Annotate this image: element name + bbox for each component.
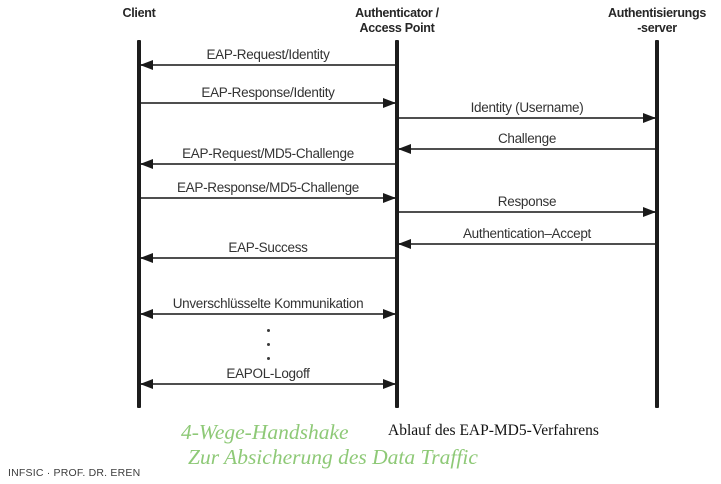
message-line xyxy=(141,383,395,385)
message-label: Challenge xyxy=(497,131,557,146)
arrowhead-left-icon xyxy=(398,143,411,154)
message-line xyxy=(399,243,655,245)
message-line xyxy=(399,148,655,150)
ellipsis-dot xyxy=(266,343,270,346)
ellipsis-dot xyxy=(266,329,270,332)
annotation-line-2: Zur Absicherung des Data Traffic xyxy=(188,445,478,469)
message-label: EAPOL-Logoff xyxy=(226,366,310,381)
annotation-line-1: 4-Wege-Handshake xyxy=(181,420,349,444)
arrowhead-right-icon xyxy=(383,97,396,108)
arrowhead-left-icon xyxy=(140,308,153,319)
arrowhead-right-icon xyxy=(383,192,396,203)
actor-label-authenticator: Authenticator /Access Point xyxy=(355,6,439,35)
message-line xyxy=(141,163,395,165)
actor-label-client: Client xyxy=(122,6,156,20)
footer-credit: INFSIC · PROF. DR. EREN xyxy=(8,467,141,479)
message-line xyxy=(141,197,395,199)
message-label: EAP-Response/MD5-Challenge xyxy=(176,180,360,195)
message-line xyxy=(141,102,395,104)
arrowhead-left-icon xyxy=(140,158,153,169)
lifeline-client xyxy=(137,40,141,408)
message-label: Unverschlüsselte Kommunikation xyxy=(172,296,364,311)
message-line xyxy=(399,117,655,119)
arrowhead-left-icon xyxy=(140,59,153,70)
arrowhead-right-icon xyxy=(643,112,656,123)
message-line xyxy=(399,211,655,213)
actor-label-auth-server: Authentisierungs-server xyxy=(608,6,706,35)
message-label: Authentication–Accept xyxy=(462,226,592,241)
message-label: Identity (Username) xyxy=(470,100,584,115)
message-label: EAP-Request/MD5-Challenge xyxy=(182,146,354,161)
arrowhead-left-icon xyxy=(140,378,153,389)
message-label: EAP-Response/Identity xyxy=(201,85,335,100)
message-label: EAP-Success xyxy=(228,240,308,255)
arrowhead-right-icon xyxy=(383,308,396,319)
arrowhead-right-icon xyxy=(643,206,656,217)
message-line xyxy=(141,64,395,66)
lifeline-auth-server xyxy=(655,40,659,408)
figure-caption: Ablauf des EAP-MD5-Verfahrens xyxy=(388,422,599,439)
message-line xyxy=(141,313,395,315)
ellipsis-dot xyxy=(266,357,270,360)
message-line xyxy=(141,257,395,259)
message-label: Response xyxy=(497,194,557,209)
arrowhead-left-icon xyxy=(140,252,153,263)
arrowhead-right-icon xyxy=(383,378,396,389)
arrowhead-left-icon xyxy=(398,238,411,249)
message-label: EAP-Request/Identity xyxy=(206,47,330,62)
lifeline-authenticator xyxy=(395,40,399,408)
